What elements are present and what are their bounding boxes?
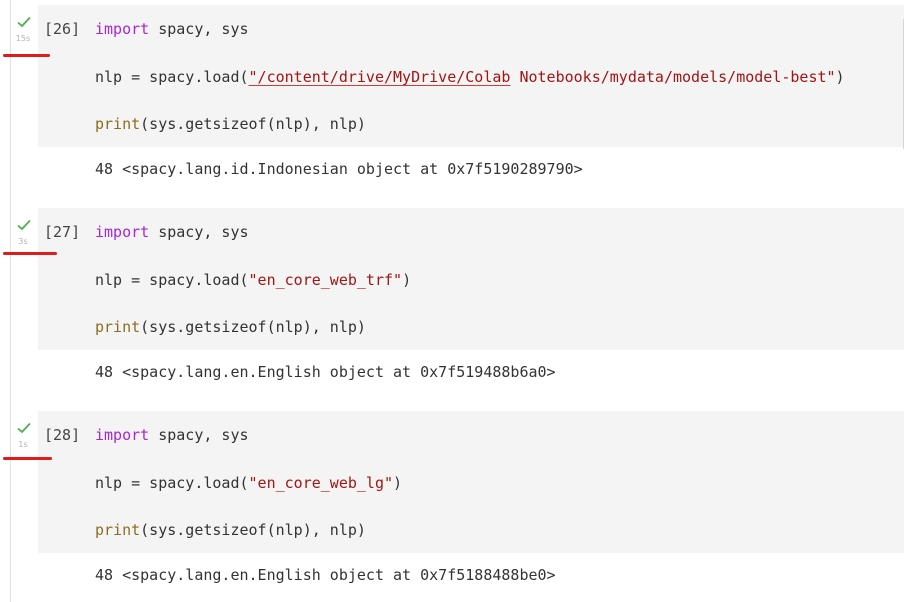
string-literal: "en_core_web_trf" xyxy=(248,271,403,289)
code-line-1: import spacy, sys xyxy=(95,19,249,39)
annotation-underline xyxy=(3,252,57,255)
code-text: nlp = spacy.load( xyxy=(95,68,249,86)
cell-gutter[interactable]: 3s xyxy=(0,208,40,268)
code-editor[interactable] xyxy=(38,208,904,350)
annotation-underline xyxy=(3,54,50,57)
code-text: spacy, sys xyxy=(149,223,249,241)
string-literal: Notebooks/mydata/models/model-best" xyxy=(510,68,836,86)
keyword-import: import xyxy=(95,223,150,241)
code-line-3: print(sys.getsizeof(nlp), nlp) xyxy=(95,114,366,134)
code-text: spacy, sys xyxy=(149,426,249,444)
code-editor[interactable] xyxy=(38,5,904,149)
code-line-1: import spacy, sys xyxy=(95,425,249,445)
cell-output: 48 <spacy.lang.en.English object at 0x7f… xyxy=(95,566,556,584)
execution-count: [27] xyxy=(44,223,81,241)
cell-output: 48 <spacy.lang.id.Indonesian object at 0… xyxy=(95,160,583,178)
builtin-print: print xyxy=(95,115,141,133)
builtin-print: print xyxy=(95,318,141,336)
code-line-2: nlp = spacy.load("en_core_web_lg") xyxy=(95,473,402,493)
code-text: nlp = spacy.load( xyxy=(95,271,249,289)
code-editor[interactable] xyxy=(38,411,904,553)
code-line-3: print(sys.getsizeof(nlp), nlp) xyxy=(95,317,366,337)
cell-gutter[interactable]: 15s xyxy=(0,5,40,65)
check-icon xyxy=(17,16,31,28)
keyword-import: import xyxy=(95,426,150,444)
code-text: ) xyxy=(835,68,845,86)
cell-output: 48 <spacy.lang.en.English object at 0x7f… xyxy=(95,363,556,381)
string-literal: "en_core_web_lg" xyxy=(248,474,394,492)
notebook-left-rule xyxy=(10,0,11,602)
execution-count: [28] xyxy=(44,426,81,444)
builtin-print: print xyxy=(95,521,141,539)
check-icon xyxy=(17,422,31,434)
code-text: ) xyxy=(393,474,403,492)
run-time: 15s xyxy=(15,34,31,43)
keyword-import: import xyxy=(95,20,150,38)
code-line-2: nlp = spacy.load("/content/drive/MyDrive… xyxy=(95,67,845,87)
code-text: spacy, sys xyxy=(149,20,249,38)
code-text: (sys.getsizeof(nlp), nlp) xyxy=(140,521,366,539)
code-line-2: nlp = spacy.load("en_core_web_trf") xyxy=(95,270,411,290)
execution-count: [26] xyxy=(44,20,81,38)
cell-gutter[interactable]: 1s xyxy=(0,411,40,471)
code-line-1: import spacy, sys xyxy=(95,222,249,242)
code-text: nlp = spacy.load( xyxy=(95,474,249,492)
code-line-3: print(sys.getsizeof(nlp), nlp) xyxy=(95,520,366,540)
code-text: (sys.getsizeof(nlp), nlp) xyxy=(140,115,366,133)
check-icon xyxy=(17,219,31,231)
code-text: (sys.getsizeof(nlp), nlp) xyxy=(140,318,366,336)
run-time: 1s xyxy=(18,440,28,449)
string-literal: "/content/drive/MyDrive/Colab xyxy=(248,68,511,86)
run-time: 3s xyxy=(18,237,28,246)
code-text: ) xyxy=(402,271,412,289)
annotation-underline xyxy=(3,457,52,460)
